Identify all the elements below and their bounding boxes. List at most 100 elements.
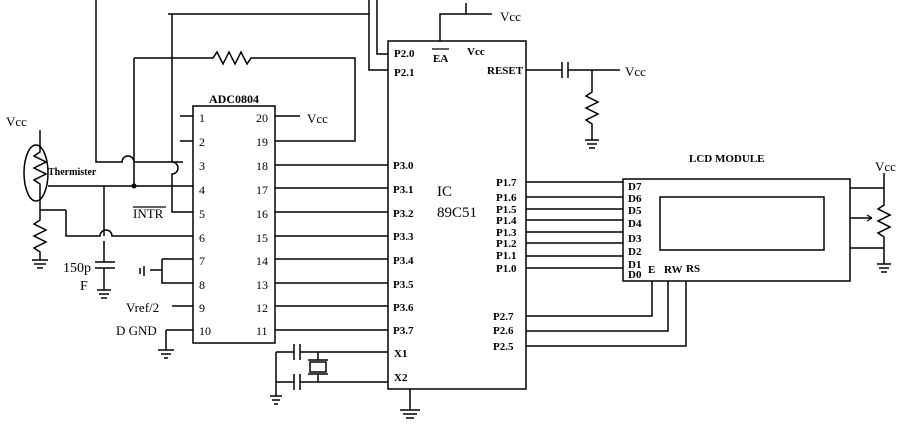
mcu-ground xyxy=(400,389,420,419)
reset-resistor xyxy=(584,70,600,149)
top-vcc-label: Vcc xyxy=(500,9,521,24)
mcu-pin-p3-1: P3.1 xyxy=(393,184,413,196)
lcd-pin-d1: D1 xyxy=(628,259,641,271)
adc-pin-15: 15 xyxy=(256,231,268,245)
adc-pin-12: 12 xyxy=(256,301,268,315)
adc-dgnd-label: D GND xyxy=(116,323,157,338)
lcd-title: LCD MODULE xyxy=(689,153,764,165)
lcd-module: LCD MODULE D7 D6 D5 D4 D3 D2 D1 D0 E RW … xyxy=(622,153,896,282)
lcd-screen xyxy=(659,196,825,251)
wiring: Vcc Vcc xyxy=(23,0,892,419)
wire-ea-vcc xyxy=(439,3,492,41)
adc0804: ADC0804 1 2 3 4 5 6 7 8 9 10 20 19 18 17… xyxy=(116,92,328,344)
wire-p2-0 xyxy=(376,0,388,55)
wire-p2-5-rs xyxy=(526,281,687,347)
adc-pin-19: 19 xyxy=(256,135,268,149)
mcu-pin-p1-3: P1.3 xyxy=(496,227,517,239)
wire-p2-7-e xyxy=(526,281,653,317)
wire-pin3-feed xyxy=(95,0,183,163)
wire-intr xyxy=(171,14,193,213)
sensor-vcc-label: Vcc xyxy=(6,114,27,129)
adc-pin-18: 18 xyxy=(256,159,268,173)
mcu-pin-p2-7: P2.7 xyxy=(493,311,514,323)
lcd-contrast-pot xyxy=(850,173,892,273)
adc-pin-11: 11 xyxy=(256,324,268,338)
adc-pin-1: 1 xyxy=(199,111,205,125)
adc-pin-7: 7 xyxy=(199,254,205,268)
adc-vref-label: Vref/2 xyxy=(126,300,159,315)
mcu-pin-p3-4: P3.4 xyxy=(393,255,414,267)
lcd-pin-d4: D4 xyxy=(628,218,642,230)
lcd-body xyxy=(622,178,851,282)
sensor-divider-resistor xyxy=(32,210,48,269)
lcd-pin-d0: D0 xyxy=(628,269,642,281)
wire-p2-6-rw xyxy=(526,281,669,332)
crystal xyxy=(309,361,327,373)
wire-clk-r xyxy=(133,58,193,187)
wire-pins-1-2 xyxy=(180,115,193,142)
adc-pin-4: 4 xyxy=(199,183,205,197)
lcd-pin-d6: D6 xyxy=(628,193,642,205)
mcu-pin-p2-5: P2.5 xyxy=(493,341,514,353)
cap-unit-label: F xyxy=(80,279,88,294)
adc-pin-14: 14 xyxy=(256,254,268,268)
mcu-pin-p3-3: P3.3 xyxy=(393,231,414,243)
wire-pin10-ground xyxy=(158,329,193,359)
lcd-pin-d7: D7 xyxy=(628,181,642,193)
lcd-pin-rw: RW xyxy=(664,264,683,276)
wire-top-bus xyxy=(168,0,370,15)
mcu-pin-p1-7: P1.7 xyxy=(496,177,517,189)
lcd-vcc-label: Vcc xyxy=(875,159,896,174)
adc-pin-9: 9 xyxy=(199,301,205,315)
ea-vcc-label: Vcc xyxy=(467,46,485,58)
adc-pin-13: 13 xyxy=(256,278,268,292)
adc-title: ADC0804 xyxy=(209,92,259,106)
mcu-pin-p1-6: P1.6 xyxy=(496,192,517,204)
wire-p2-1 xyxy=(368,14,388,71)
mcu-pin-reset: RESET xyxy=(487,65,524,77)
lcd-pin-rs: RS xyxy=(686,263,700,275)
mcu-pin-x1: X1 xyxy=(394,348,407,360)
adc-pin-20: 20 xyxy=(256,111,268,125)
mcu-pin-p1-2: P1.2 xyxy=(496,238,517,250)
mcu-pin-p3-6: P3.6 xyxy=(393,302,414,314)
wire-pins-7-8-ground xyxy=(139,258,193,284)
cap-ground xyxy=(97,268,111,299)
wire-pin6 xyxy=(65,210,193,237)
lcd-pin-d5: D5 xyxy=(628,205,642,217)
xtal-ground xyxy=(270,352,282,405)
mcu-name-line1: IC xyxy=(437,184,452,200)
mcu-pin-p2-1: P2.1 xyxy=(394,67,414,79)
adc-intr-label: INTR xyxy=(133,206,164,221)
adc-pin-5: 5 xyxy=(199,207,205,221)
thermistor-resistor xyxy=(32,148,48,210)
mcu-pin-p3-2: P3.2 xyxy=(393,208,414,220)
cap-value-label: 150p xyxy=(63,261,91,276)
mcu-pin-p2-6: P2.6 xyxy=(493,325,514,337)
mcu-pin-p3-0: P3.0 xyxy=(393,160,414,172)
adc-pin-16: 16 xyxy=(256,207,268,221)
mcu-name-line2: 89C51 xyxy=(437,205,477,221)
lcd-pin-d2: D2 xyxy=(628,246,642,258)
mcu-pin-p3-5: P3.5 xyxy=(393,279,414,291)
mcu-pin-p1-1: P1.1 xyxy=(496,250,516,262)
thermistor-label: Thermister xyxy=(48,167,97,178)
adc-vcc-label: Vcc xyxy=(307,111,328,126)
adc-pin-17: 17 xyxy=(256,183,268,197)
mcu-pin-p1-4: P1.4 xyxy=(496,215,517,227)
adc-pin-8: 8 xyxy=(199,278,205,292)
mcu-pin-p1-0: P1.0 xyxy=(496,263,517,275)
wire-clk-resistor xyxy=(134,50,356,142)
adc-pin-3: 3 xyxy=(199,159,205,173)
adc-pin-6: 6 xyxy=(199,231,205,245)
mcu-pin-ea: EA xyxy=(433,53,448,65)
thermistor-body xyxy=(23,144,49,202)
mcu-pin-p3-7: P3.7 xyxy=(393,325,414,337)
adc-pin-10: 10 xyxy=(199,324,211,338)
lcd-data-bus xyxy=(526,181,623,269)
lcd-pin-e: E xyxy=(648,264,655,276)
mcu-pin-p1-5: P1.5 xyxy=(496,204,517,216)
microcontroller-89c51: IC 89C51 P2.0 P2.1 P3.0 P3.1 P3.2 P3.3 P… xyxy=(387,40,527,390)
adc-data-bus xyxy=(275,164,388,331)
